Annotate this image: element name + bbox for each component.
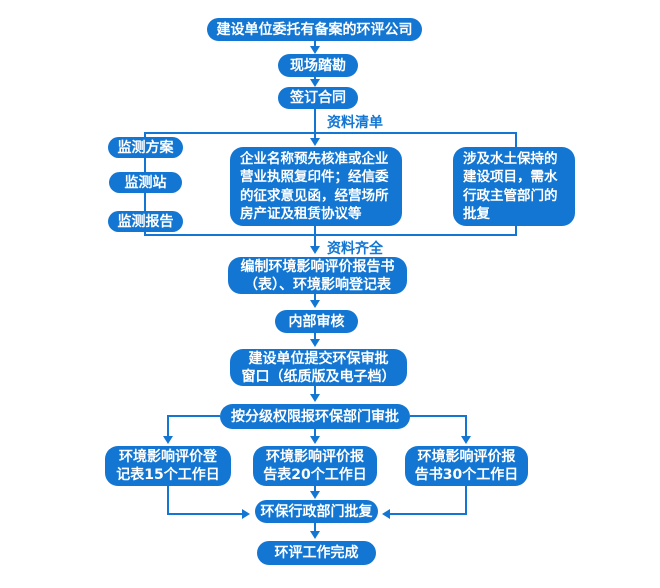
arrowhead-left-icon: [382, 509, 390, 519]
node-report-book-30-days: 环境影响评价报 告书30个工作日: [405, 446, 528, 486]
split-line-middle: [314, 429, 316, 438]
arrowhead-down-icon: [310, 79, 320, 87]
arrowhead-down-icon: [163, 436, 173, 444]
merge-left-horizontal: [167, 513, 242, 515]
connector-entrust-survey: [314, 41, 316, 48]
arrowhead-down-icon: [310, 531, 320, 539]
split-line-right-vertical: [465, 415, 467, 437]
connector-compile-review: [314, 294, 316, 301]
split-line-left-vertical: [167, 415, 169, 437]
node-sign-contract: 签订合同: [278, 87, 358, 109]
split-line-right-horizontal: [410, 415, 467, 417]
connector-review-submit: [314, 333, 316, 340]
connector-contract-docs: [314, 109, 316, 140]
arrowhead-down-icon: [310, 436, 320, 444]
arrowhead-down-icon: [461, 436, 471, 444]
edge-label-materials-list: 资料清单: [327, 115, 383, 131]
node-report-by-level: 按分级权限报环保部门审批: [220, 404, 410, 429]
arrowhead-down-icon: [310, 339, 320, 347]
connector-submit-level: [314, 386, 316, 395]
node-submit-window: 建设单位提交环保审批 窗口（纸质版及电子档）: [230, 349, 407, 386]
merge-middle-vertical: [314, 486, 316, 493]
node-internal-review: 内部审核: [275, 310, 358, 333]
node-epa-approval: 环保行政部门批复: [255, 500, 378, 523]
merge-right-vertical: [465, 486, 467, 515]
merge-line-bottom: [144, 234, 517, 236]
merge-right-horizontal: [390, 513, 467, 515]
node-compile-report: 编制环境影响评价报告书 （表）、环境影响登记表: [228, 257, 407, 294]
node-water-soil-approval: 涉及水土保持的 建设项目，需水 行政主管部门的 批复: [453, 147, 575, 226]
branch-line-top: [144, 132, 517, 134]
arrowhead-right-icon: [242, 509, 250, 519]
connector-approval-complete: [314, 523, 316, 532]
node-monitoring-plan: 监测方案: [108, 137, 183, 158]
arrowhead-down-icon: [310, 138, 320, 146]
arrowhead-down-icon: [310, 300, 320, 308]
node-report-form-20-days: 环境影响评价报 告表20个工作日: [253, 446, 377, 486]
split-line-left-horizontal: [167, 415, 220, 417]
node-eia-complete: 环评工作完成: [257, 541, 376, 565]
node-site-survey: 现场踏勘: [278, 54, 358, 77]
arrowhead-down-icon: [310, 491, 320, 499]
node-monitoring-station: 监测站: [109, 172, 182, 193]
node-monitoring-report: 监测报告: [108, 211, 183, 232]
arrowhead-down-icon: [310, 46, 320, 54]
connector-docs-compile: [314, 226, 316, 248]
node-register-form-15-days: 环境影响评价登 记表15个工作日: [105, 446, 231, 486]
node-entrust-eia-company: 建设单位委托有备案的环评公司: [207, 18, 422, 41]
edge-label-materials-complete: 资料齐全: [327, 241, 383, 257]
merge-left-vertical: [167, 486, 169, 515]
arrowhead-down-icon: [310, 394, 320, 402]
node-enterprise-documents: 企业名称预先核准或企业 营业执照复印件；经信委 的征求意见函，经营场所 房产证及…: [230, 147, 402, 226]
arrowhead-down-icon: [310, 246, 320, 254]
